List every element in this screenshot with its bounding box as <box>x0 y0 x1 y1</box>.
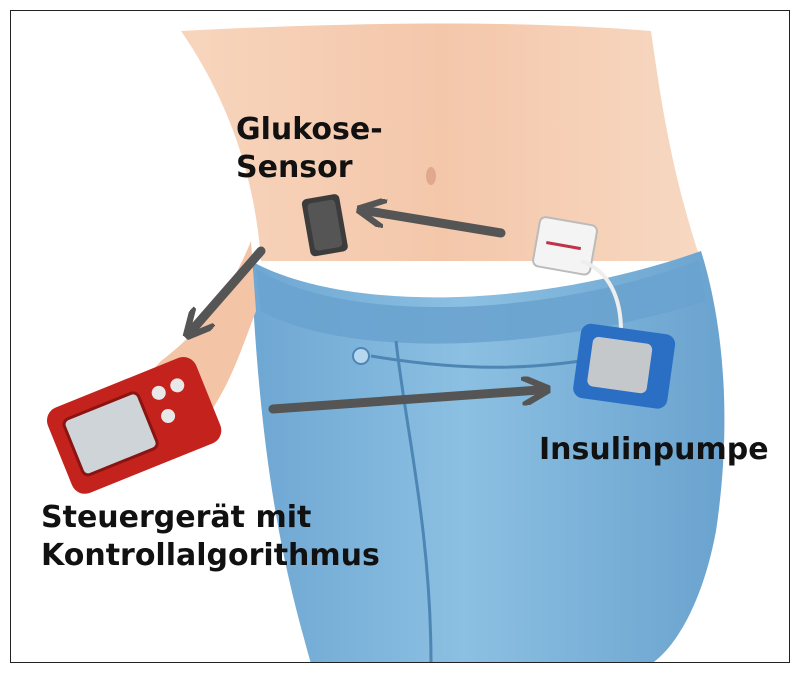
infusion-patch-icon <box>532 216 598 275</box>
navel <box>426 167 436 185</box>
controller-label: Steuergerät mit Kontrollalgorithmus <box>41 499 380 574</box>
diagram-frame: Glukose- Sensor Insulinpumpe Steuergerät… <box>10 10 790 663</box>
glucose-sensor-label-line2: Sensor <box>236 149 383 187</box>
insulin-pump-icon <box>572 322 677 409</box>
controller-device-icon <box>43 353 226 498</box>
glucose-sensor-label: Glukose- Sensor <box>236 111 383 186</box>
glucose-sensor-label-line1: Glukose- <box>236 111 383 149</box>
controller-label-line2: Kontrollalgorithmus <box>41 537 380 575</box>
jeans-button <box>353 348 369 364</box>
controller-label-line1: Steuergerät mit <box>41 499 380 537</box>
insulin-pump-label: Insulinpumpe <box>539 431 769 469</box>
